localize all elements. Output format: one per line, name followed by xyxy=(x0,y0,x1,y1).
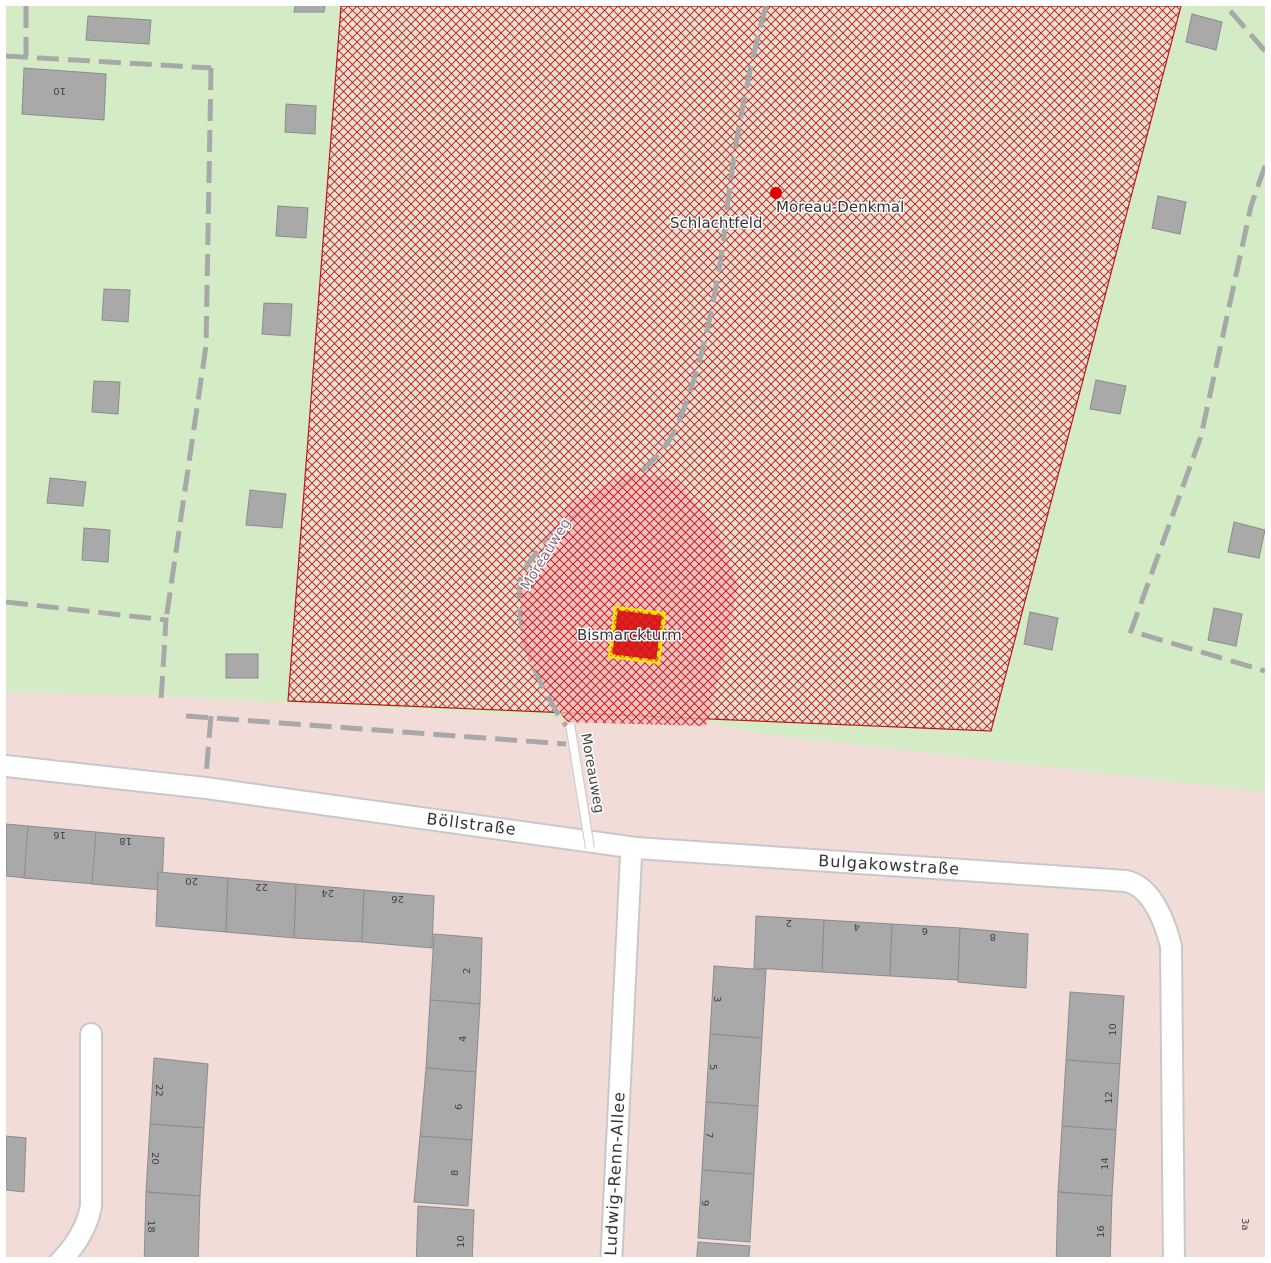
house-number: 9 xyxy=(699,1200,710,1206)
moreauweg-road xyxy=(566,723,594,849)
house-number: 6 xyxy=(922,925,928,936)
label-moreau-denkmal: Moreau-Denkmal xyxy=(776,198,904,216)
house-number: 20 xyxy=(185,875,198,886)
house-number: 8 xyxy=(990,931,996,942)
house-number: 26 xyxy=(391,893,404,904)
label-bismarckturm: Bismarckturm xyxy=(577,626,682,644)
house-number: 4 xyxy=(458,1036,469,1042)
house-number: 12 xyxy=(1104,1091,1115,1104)
house-number: 7 xyxy=(703,1132,714,1138)
house-number: 3a xyxy=(1239,1218,1250,1231)
house-number: 22 xyxy=(153,1084,164,1097)
map-svg[interactable]: Moreau-Denkmal Schlachtfeld Bismarckturm… xyxy=(6,6,1265,1257)
map-canvas[interactable]: Moreau-Denkmal Schlachtfeld Bismarckturm… xyxy=(6,6,1265,1257)
house-number: 5 xyxy=(707,1064,718,1070)
house-number: 16 xyxy=(53,829,66,840)
house-number: 16 xyxy=(1096,1225,1107,1238)
house-number: 18 xyxy=(119,835,132,846)
schlachtfeld-area[interactable] xyxy=(287,6,1182,732)
house-number: 22 xyxy=(255,881,268,892)
house-number: 18 xyxy=(145,1220,156,1233)
house-number: 24 xyxy=(321,887,334,898)
house-number: 2 xyxy=(786,917,792,928)
house-number: 10 xyxy=(456,1235,467,1248)
buildings-green xyxy=(21,6,1265,679)
bismarckturm-area-hatch xyxy=(521,472,738,726)
roads xyxy=(6,754,1186,1257)
footpaths xyxy=(6,6,1265,777)
house-number: 14 xyxy=(1100,1157,1111,1170)
moreauweg-path xyxy=(516,6,769,728)
moreau-denkmal-marker[interactable] xyxy=(770,187,782,199)
house-number: 10 xyxy=(53,85,66,96)
house-number: 10 xyxy=(1108,1023,1119,1036)
label-schlachtfeld: Schlachtfeld xyxy=(670,214,762,232)
house-number: 4 xyxy=(854,921,860,932)
bismarckturm-monument-hatch xyxy=(610,608,664,662)
house-number: 6 xyxy=(454,1104,465,1110)
house-number: 2 xyxy=(462,968,473,974)
house-number: 3 xyxy=(711,996,722,1002)
top-margin xyxy=(0,0,1271,6)
buildings-residential xyxy=(6,823,1125,1257)
house-number: 20 xyxy=(149,1152,160,1165)
house-number: 8 xyxy=(450,1170,461,1176)
